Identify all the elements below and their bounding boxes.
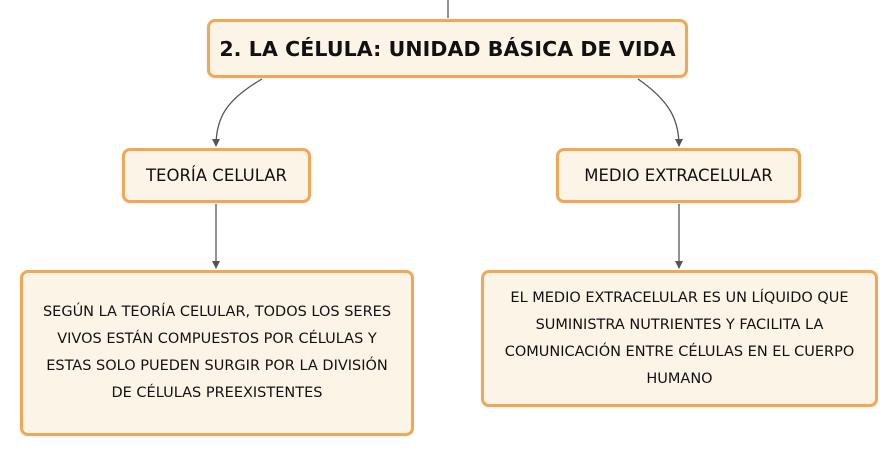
teoria-celular-description: SEGÚN LA TEORÍA CELULAR, TODOS LOS SERES… <box>42 304 392 401</box>
teoria-celular-description-node[interactable]: SEGÚN LA TEORÍA CELULAR, TODOS LOS SERES… <box>20 270 414 436</box>
main-topic-node[interactable]: 2. LA CÉLULA: UNIDAD BÁSICA DE VIDA <box>207 19 688 78</box>
medio-extracelular-label: MEDIO EXTRACELULAR <box>584 166 773 185</box>
connector-main-to-medio <box>637 78 683 147</box>
main-topic-label: 2. LA CÉLULA: UNIDAD BÁSICA DE VIDA <box>219 36 676 61</box>
connector-main-to-teoria <box>212 78 263 147</box>
medio-extracelular-node[interactable]: MEDIO EXTRACELULAR <box>556 148 801 203</box>
medio-extracelular-description: EL MEDIO EXTRACELULAR ES UN LÍQUIDO QUE … <box>504 289 855 387</box>
medio-extracelular-description-node[interactable]: EL MEDIO EXTRACELULAR ES UN LÍQUIDO QUE … <box>481 270 878 407</box>
teoria-celular-node[interactable]: TEORÍA CELULAR <box>122 148 311 203</box>
teoria-celular-label: TEORÍA CELULAR <box>145 166 288 185</box>
